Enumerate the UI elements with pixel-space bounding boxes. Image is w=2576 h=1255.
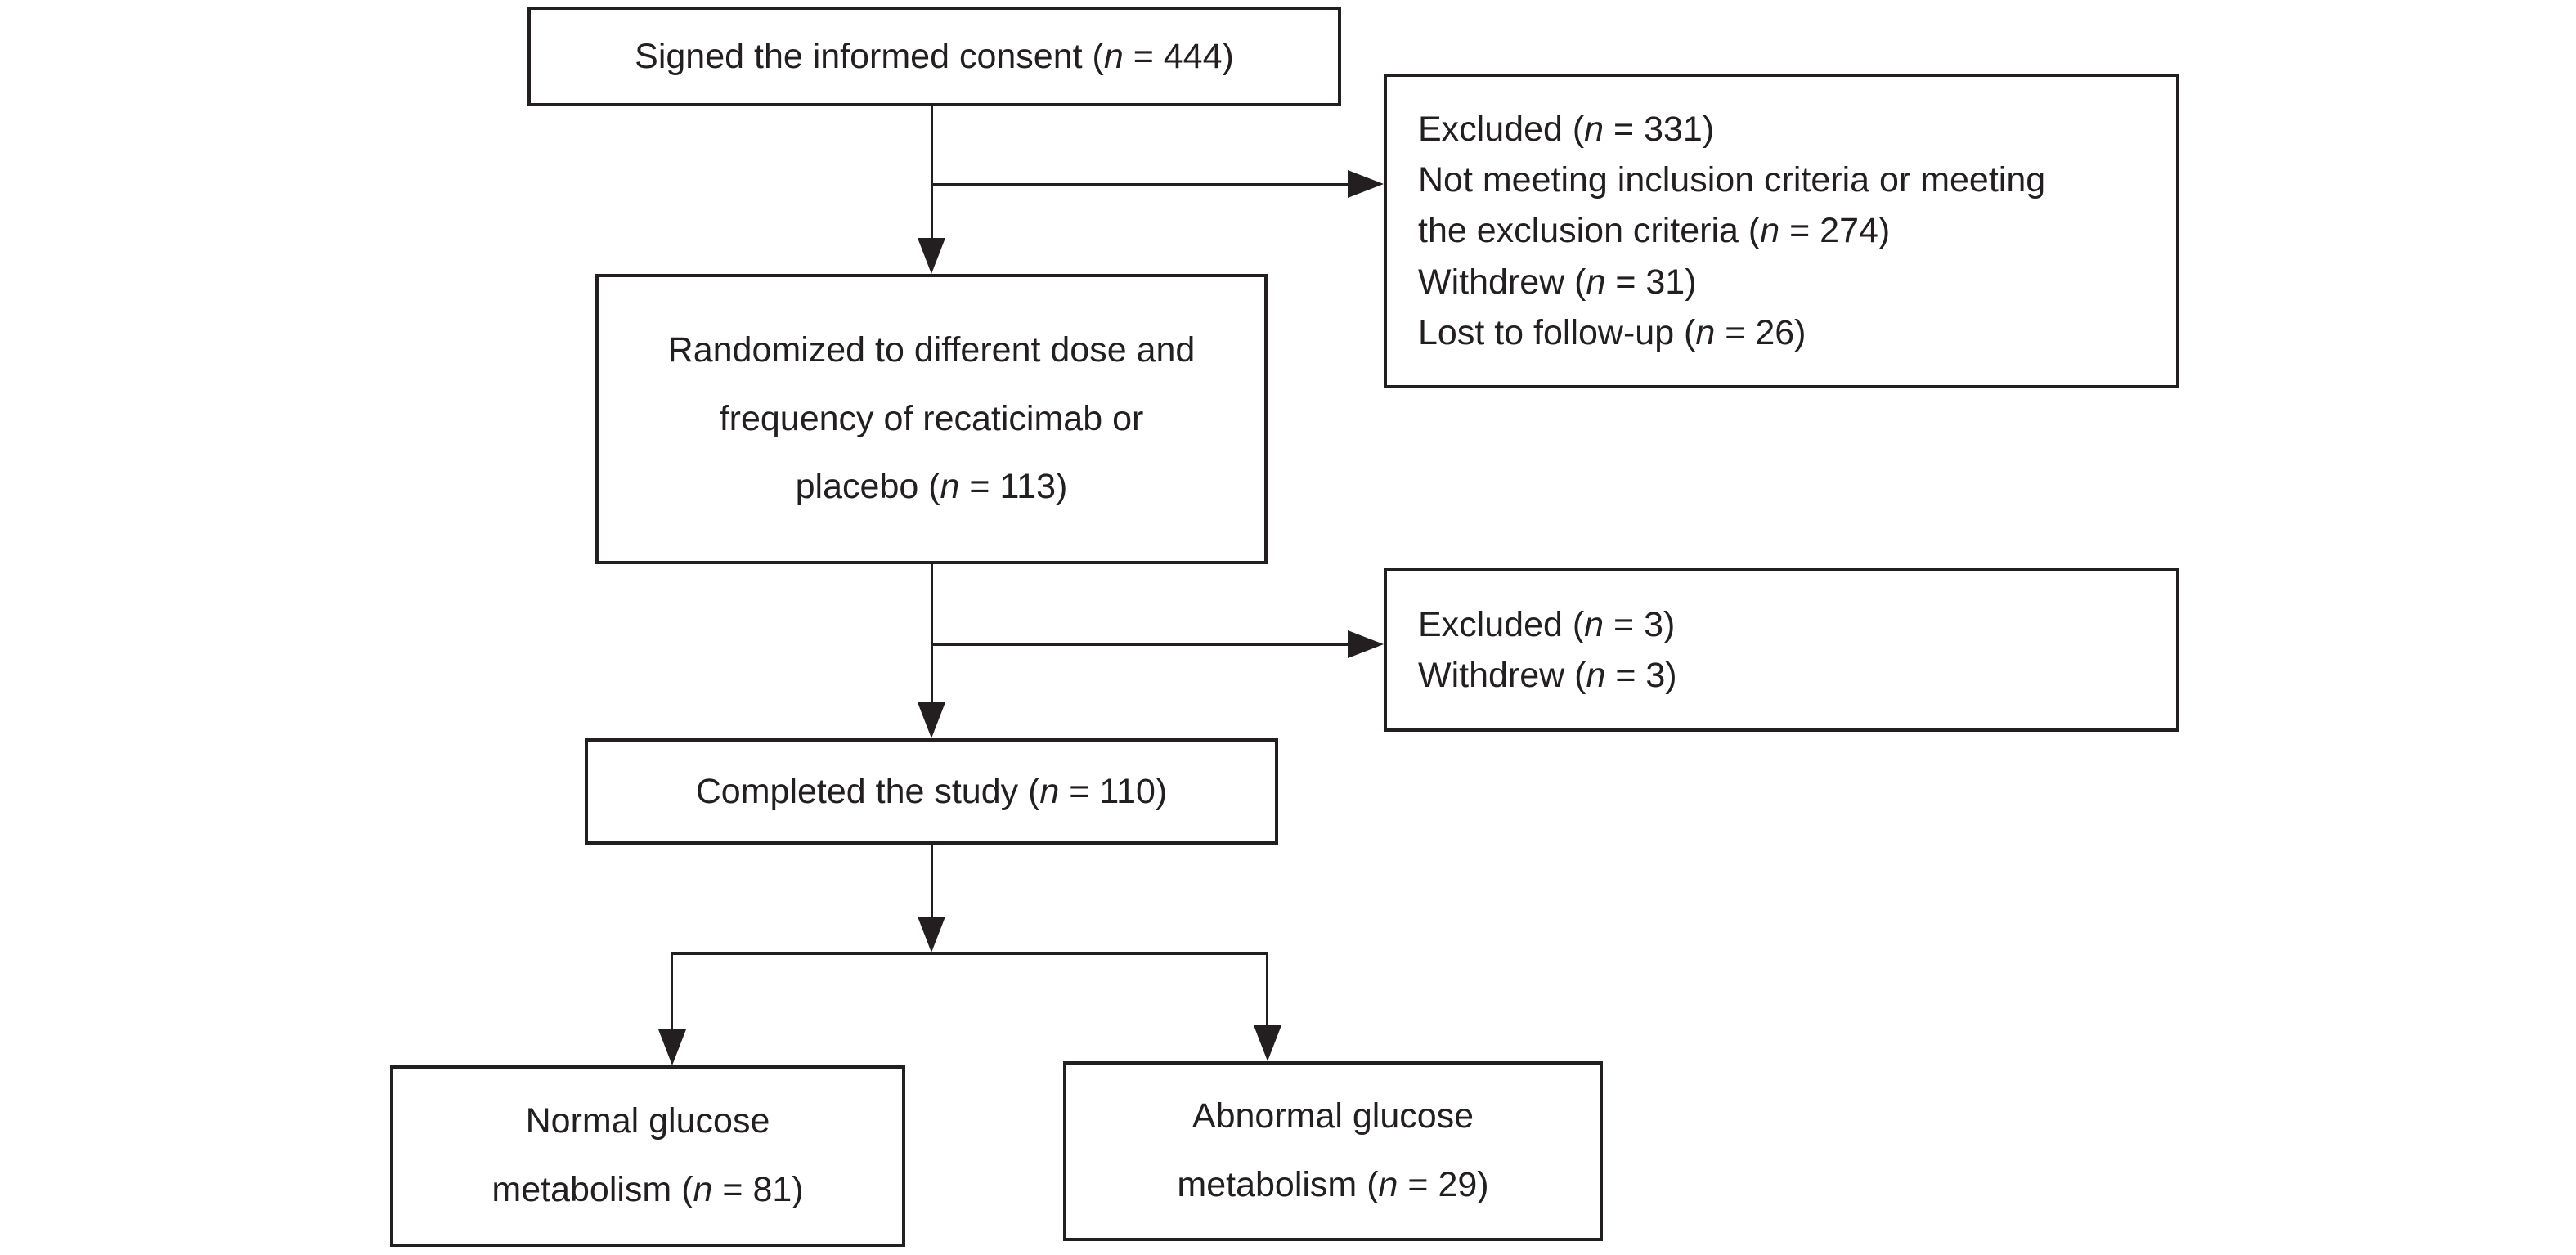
connector-split-to-abnormal-line [1266,953,1268,1027]
box-text-line: Lost to follow-up (n = 26) [1418,313,1806,353]
arrowhead-down-icon [918,702,945,738]
box-abnormal-glucose-metabolism: Abnormal glucose metabolism (n = 29) [1063,1061,1603,1241]
box-text-line: the exclusion criteria (n = 274) [1418,211,1891,251]
box-text-line: Withdrew (n = 31) [1418,262,1697,302]
arrowhead-down-icon [1254,1025,1281,1061]
box-signed-consent: Signed the informed consent (n = 444) [527,7,1341,106]
box-text-line: Completed the study (n = 110) [695,771,1168,811]
box-text-line: Signed the informed consent (n = 444) [635,36,1234,76]
box-randomized: Randomized to different dose and frequenc… [595,274,1268,564]
box-text-line: Not meeting inclusion criteria or meetin… [1418,159,2046,199]
connector-branch-excluded-1-line [931,183,1351,186]
box-text-line: Abnormal glucose [1192,1096,1474,1136]
arrowhead-down-icon [918,238,945,274]
connector-split-to-normal-line [671,953,673,1031]
box-text-line: Normal glucose [525,1101,770,1141]
arrowhead-down-icon [918,917,945,952]
arrowhead-right-icon [1348,170,1384,198]
connector-consent-to-randomized-line [931,106,933,240]
box-text-line: Excluded (n = 3) [1418,604,1676,644]
box-text-line: frequency of recaticimab or [719,398,1144,438]
box-normal-glucose-metabolism: Normal glucose metabolism (n = 81) [390,1065,905,1247]
connector-randomized-to-completed-line [931,564,933,704]
box-text-line: Randomized to different dose and [667,329,1196,370]
arrowhead-down-icon [658,1029,686,1065]
box-text-line: metabolism (n = 29) [1177,1165,1489,1204]
box-completed-study: Completed the study (n = 110) [585,738,1278,845]
box-excluded-after-randomization: Excluded (n = 3) Withdrew (n = 3) [1384,568,2179,732]
box-text-line: placebo (n = 113) [795,467,1068,507]
connector-completed-to-split-line [931,845,933,918]
box-excluded-before-randomization: Excluded (n = 331) Not meeting inclusion … [1384,74,2179,388]
arrowhead-right-icon [1348,630,1384,658]
connector-branch-excluded-2-line [931,643,1351,646]
box-text-line: metabolism (n = 81) [491,1170,804,1209]
split-line [671,952,1268,955]
box-text-line: Withdrew (n = 3) [1418,656,1677,695]
box-text-line: Excluded (n = 331) [1418,109,1715,149]
